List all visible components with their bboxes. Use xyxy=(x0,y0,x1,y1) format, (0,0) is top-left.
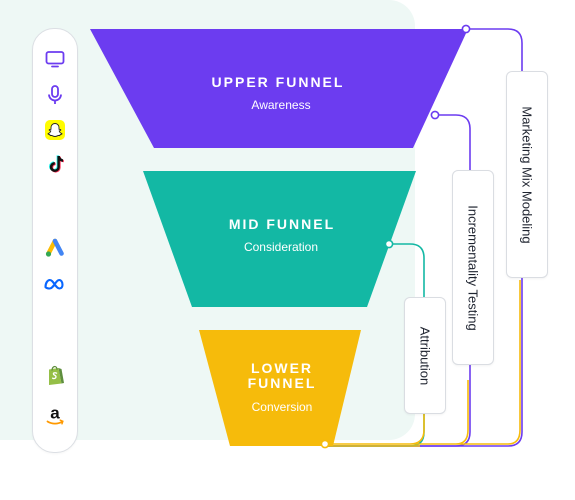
lower-funnel-stage xyxy=(199,330,361,446)
microphone-icon xyxy=(43,83,67,107)
tiktok-icon xyxy=(43,152,67,176)
upper-connector-dot xyxy=(461,24,471,34)
incrementality-testing-label: Incrementality Testing xyxy=(465,204,481,331)
incrementality-testing-card: Incrementality Testing xyxy=(452,170,494,365)
mid-funnel-subtitle: Consideration xyxy=(244,240,318,254)
google-ads-icon xyxy=(43,237,67,261)
lower-funnel-subtitle: Conversion xyxy=(252,400,313,414)
tv-icon xyxy=(43,47,67,71)
shopify-icon xyxy=(43,363,67,387)
marketing-mix-modeling-label: Marketing Mix Modeling xyxy=(519,105,535,244)
lower-funnel-title-line2: FUNNEL xyxy=(248,375,317,391)
svg-text:a: a xyxy=(50,404,60,423)
upper-funnel-title: UPPER FUNNEL xyxy=(212,74,345,90)
lower-funnel-title-line1: LOWER xyxy=(251,360,313,376)
upper-funnel-stage xyxy=(90,29,468,148)
mid-connector-dot xyxy=(384,239,394,249)
upper-inner-connector-dot xyxy=(430,110,440,120)
lower-connector-dot xyxy=(320,439,330,449)
marketing-mix-modeling-card: Marketing Mix Modeling xyxy=(506,71,548,278)
attribution-label: Attribution xyxy=(417,326,433,385)
snapchat-icon xyxy=(43,118,67,142)
conversion-connector-line xyxy=(325,280,521,447)
mid-funnel-title: MID FUNNEL xyxy=(229,216,335,232)
attribution-card: Attribution xyxy=(404,297,446,414)
upper-funnel-subtitle: Awareness xyxy=(251,98,310,112)
mid-funnel-stage xyxy=(143,171,416,307)
amazon-icon: a xyxy=(43,403,67,427)
meta-icon xyxy=(43,272,67,296)
channel-sidebar: a xyxy=(32,28,78,453)
